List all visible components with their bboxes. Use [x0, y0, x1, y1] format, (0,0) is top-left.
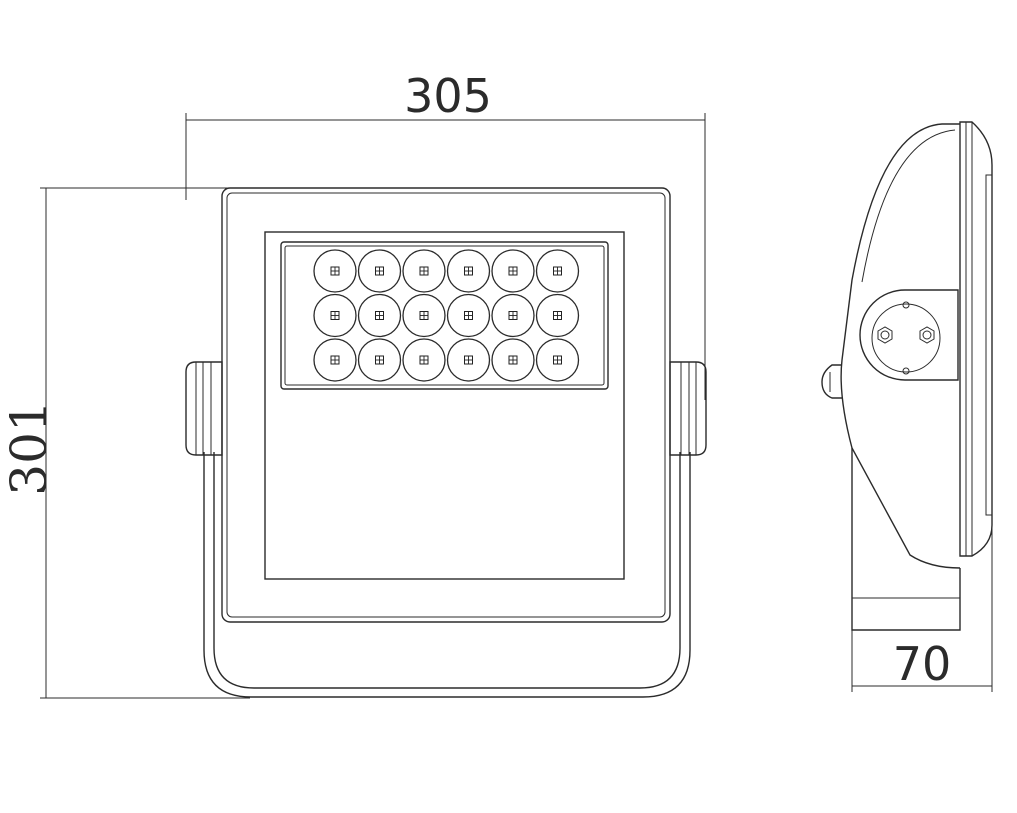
led-chip [375, 266, 384, 276]
led-chip [330, 266, 340, 276]
led-chip [464, 266, 473, 276]
led-chip [508, 355, 518, 365]
side-view [821, 121, 993, 631]
height-label: 301 [0, 400, 58, 495]
mounting-bracket-outer [203, 452, 691, 698]
led-module-outer [280, 241, 609, 390]
width-dimension: 305 [185, 69, 706, 400]
hex-bolt-right [919, 326, 935, 344]
led-chip [464, 311, 473, 320]
width-label: 305 [404, 69, 492, 123]
led-chip [375, 355, 384, 365]
pivot-inner-circle [871, 303, 941, 373]
led-chip [553, 311, 562, 320]
housing-outer [221, 187, 671, 623]
led-chip [508, 311, 518, 320]
glass-window [264, 231, 625, 580]
led-chip [553, 355, 562, 365]
side-body-inner-curve [861, 129, 956, 283]
side-bracket-plate [851, 448, 961, 631]
led-grid [313, 249, 580, 382]
depth-dimension: 70 [851, 520, 993, 692]
side-front-face [959, 121, 993, 557]
height-dimension: 301 [0, 187, 250, 699]
led-chip [330, 311, 340, 320]
led-chip [419, 355, 429, 365]
led-module-inner [284, 245, 605, 386]
led-chip [464, 355, 473, 365]
housing-inner [226, 192, 666, 618]
depth-label: 70 [893, 637, 952, 691]
led-chip [419, 311, 429, 320]
led-chip [553, 266, 562, 276]
pivot-disc [859, 289, 959, 381]
right-knob [669, 361, 707, 456]
mounting-bracket-inner [213, 452, 681, 689]
led-chip [419, 266, 429, 276]
front-view [185, 187, 707, 698]
side-body-outline [840, 123, 961, 569]
led-chip [330, 355, 340, 365]
left-knob [185, 361, 223, 456]
side-lens-edge [985, 174, 993, 516]
led-chip [375, 311, 384, 320]
hex-bolt-left [877, 326, 893, 344]
side-adjust-knob [821, 364, 842, 399]
led-chip [508, 266, 518, 276]
